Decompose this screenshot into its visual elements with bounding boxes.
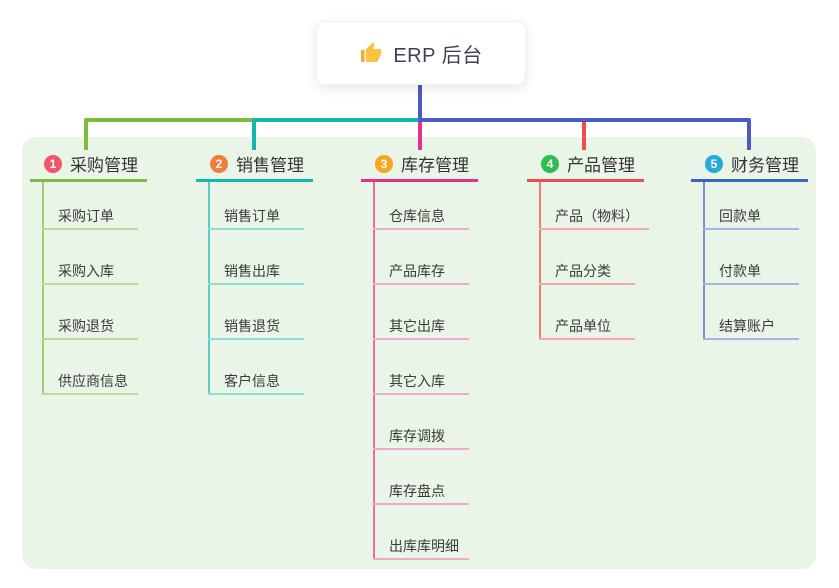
branches-background-panel [22, 137, 816, 569]
child-label: 库存调拨 [389, 428, 445, 444]
child-node[interactable]: 采购订单 [42, 204, 138, 230]
child-label: 客户信息 [224, 373, 280, 389]
child-node[interactable]: 销售订单 [208, 204, 304, 230]
child-label: 仓库信息 [389, 208, 445, 224]
child-node[interactable]: 结算账户 [703, 314, 799, 340]
child-label: 付款单 [719, 263, 761, 279]
branch-title: 采购管理 [70, 156, 138, 175]
child-node[interactable]: 采购退货 [42, 314, 138, 340]
branch-number-badge: 4 [541, 154, 559, 173]
child-node[interactable]: 销售退货 [208, 314, 304, 340]
child-label: 产品分类 [555, 263, 611, 279]
child-node[interactable]: 供应商信息 [42, 369, 138, 395]
child-label: 回款单 [719, 208, 761, 224]
child-label: 销售出库 [224, 263, 280, 279]
child-node[interactable]: 回款单 [703, 204, 799, 230]
child-node[interactable]: 销售出库 [208, 259, 304, 285]
child-node[interactable]: 库存盘点 [373, 479, 469, 505]
child-label: 其它出库 [389, 318, 445, 334]
child-node[interactable]: 客户信息 [208, 369, 304, 395]
child-label: 供应商信息 [58, 373, 128, 389]
branch-title: 产品管理 [567, 156, 635, 175]
child-label: 销售订单 [224, 208, 280, 224]
branch-children-line [42, 182, 44, 395]
branch-header[interactable]: 4 产品管理 [527, 148, 644, 182]
child-label: 采购入库 [58, 263, 114, 279]
branch-children-line [373, 182, 375, 560]
child-label: 产品单位 [555, 318, 611, 334]
child-node[interactable]: 采购入库 [42, 259, 138, 285]
branch-number-badge: 3 [375, 154, 393, 173]
branch-header[interactable]: 1 采购管理 [30, 148, 147, 182]
child-node[interactable]: 仓库信息 [373, 204, 469, 230]
root-node[interactable]: ERP 后台 [316, 21, 526, 85]
child-label: 采购订单 [58, 208, 114, 224]
child-node[interactable]: 付款单 [703, 259, 799, 285]
child-label: 库存盘点 [389, 483, 445, 499]
branch-children-line [539, 182, 541, 340]
branch-header[interactable]: 5 财务管理 [691, 148, 808, 182]
child-label: 其它入库 [389, 373, 445, 389]
child-node[interactable]: 产品（物料） [539, 204, 649, 230]
child-label: 销售退货 [224, 318, 280, 334]
child-label: 结算账户 [719, 318, 775, 334]
child-node[interactable]: 其它出库 [373, 314, 469, 340]
branch-children-line [703, 182, 705, 340]
child-label: 产品库存 [389, 263, 445, 279]
child-node[interactable]: 产品库存 [373, 259, 469, 285]
thumbs-up-icon [359, 41, 383, 65]
branch-number-badge: 2 [210, 154, 228, 173]
branch-title: 财务管理 [731, 156, 799, 175]
branch-children-line [208, 182, 210, 395]
branch-number-badge: 5 [705, 154, 723, 173]
child-label: 采购退货 [58, 318, 114, 334]
child-node[interactable]: 产品单位 [539, 314, 635, 340]
child-node[interactable]: 出库库明细 [373, 534, 469, 560]
child-label: 产品（物料） [555, 208, 639, 224]
branch-header[interactable]: 2 销售管理 [196, 148, 313, 182]
branch-header[interactable]: 3 库存管理 [361, 148, 478, 182]
child-node[interactable]: 库存调拨 [373, 424, 469, 450]
root-title: ERP 后台 [393, 44, 483, 67]
branch-title: 销售管理 [236, 156, 304, 175]
child-node[interactable]: 产品分类 [539, 259, 635, 285]
child-node[interactable]: 其它入库 [373, 369, 469, 395]
branch-number-badge: 1 [44, 154, 62, 173]
child-label: 出库库明细 [389, 538, 459, 554]
branch-title: 库存管理 [401, 156, 469, 175]
